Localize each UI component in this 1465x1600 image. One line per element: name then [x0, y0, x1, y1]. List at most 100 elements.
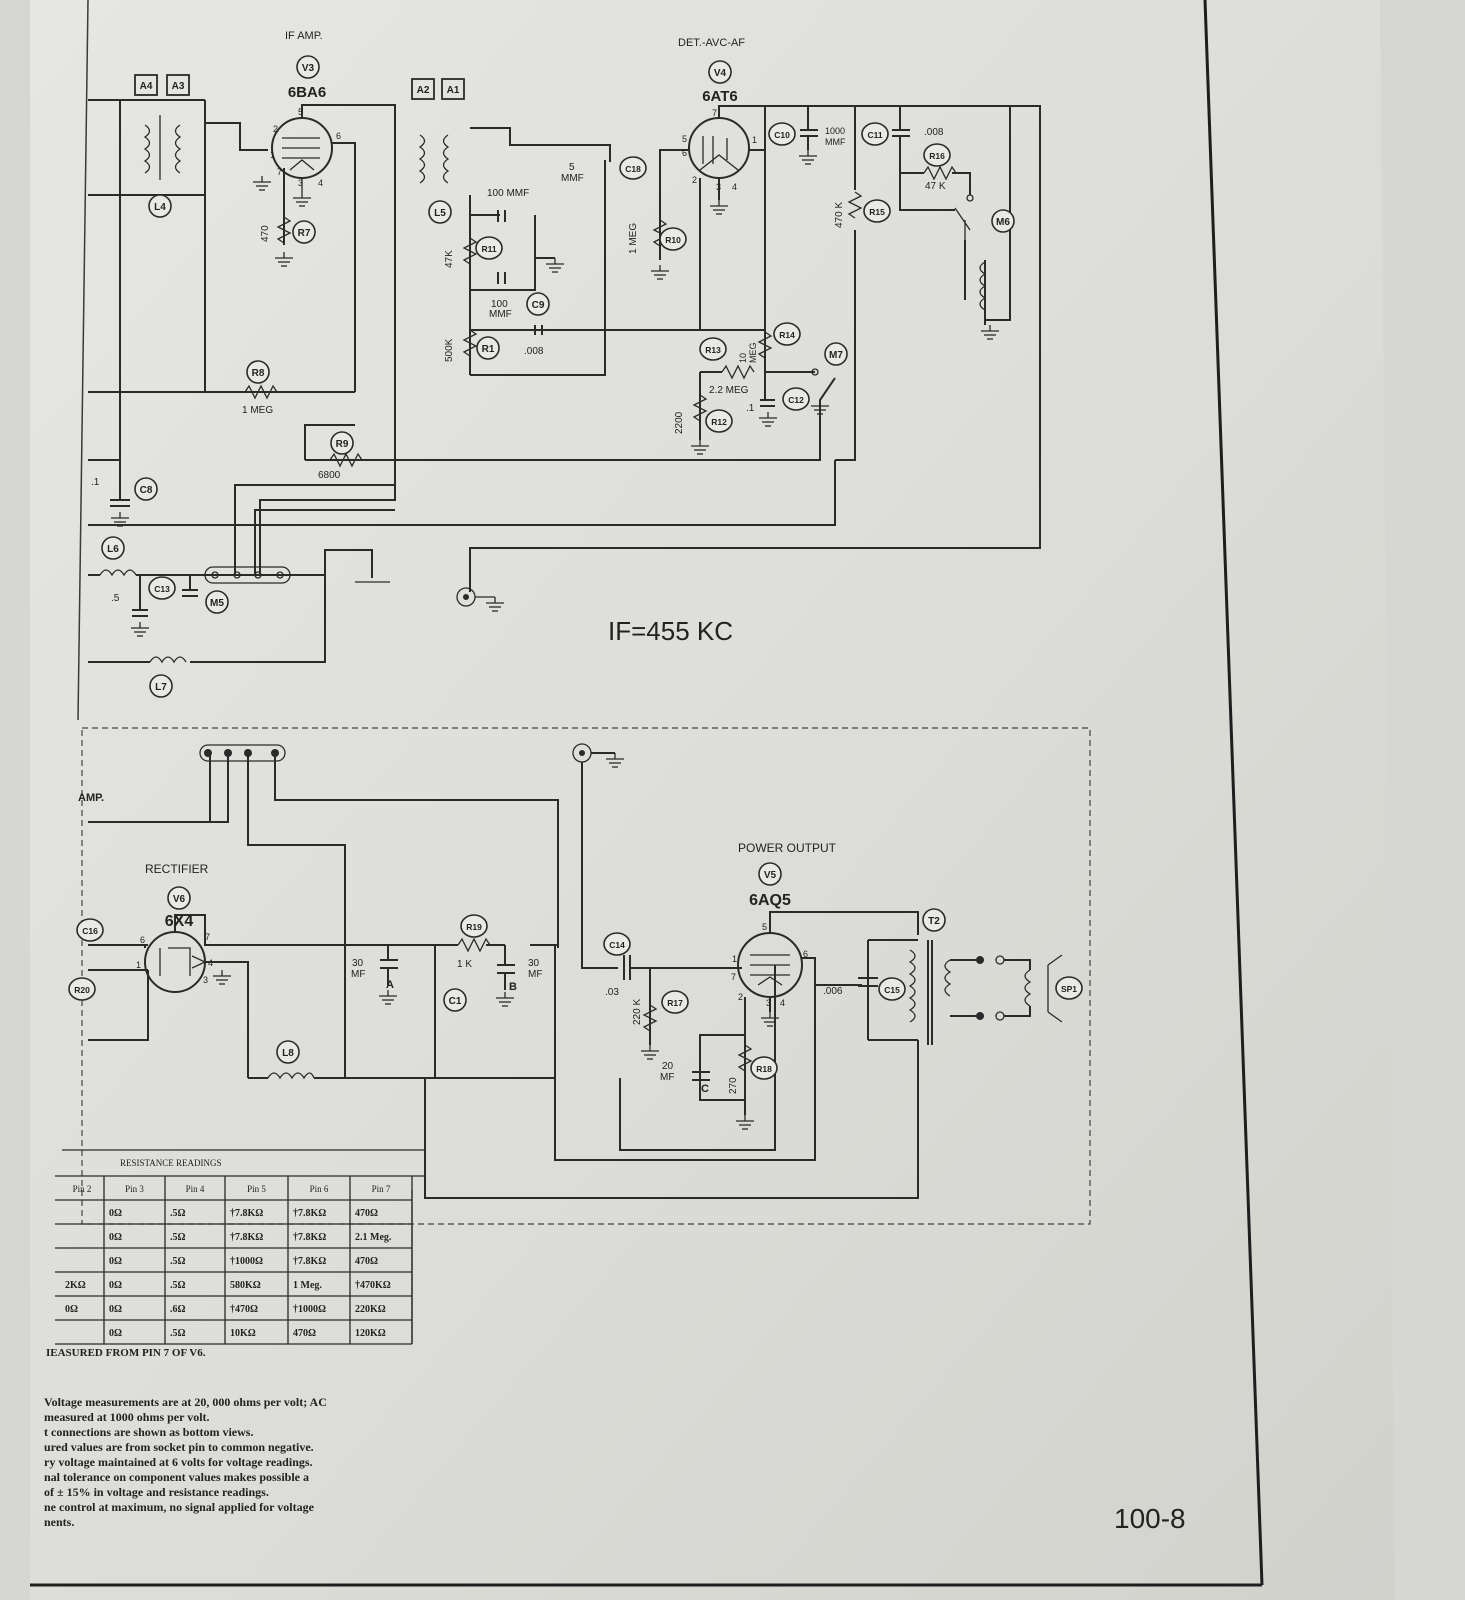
ref-label-a3: A3	[172, 81, 185, 92]
ref-label-t2: T2	[928, 916, 940, 927]
pin-v3-6: 6	[336, 131, 341, 141]
tube-ref-v3: V3	[302, 63, 315, 74]
section-label-power-output: POWER OUTPUT	[738, 841, 837, 855]
ref-label-m6: M6	[996, 217, 1010, 228]
resistance-table-cell: †470Ω	[230, 1304, 258, 1315]
ref-r10: R10	[659, 227, 687, 251]
resistance-table-cell: †7.8KΩ	[293, 1232, 326, 1243]
ref-l6: L6	[101, 536, 125, 560]
resistance-table-cell: 0Ω	[109, 1232, 122, 1243]
resistance-table-cell: †1000Ω	[293, 1304, 326, 1315]
ref-c1: C1	[443, 988, 467, 1012]
pin-v3-4: 4	[318, 178, 323, 188]
resistance-table-cell: 0Ω	[109, 1208, 122, 1219]
ref-r18: R18	[750, 1056, 778, 1080]
ref-label-r11: R11	[481, 244, 496, 254]
pin-v5-5: 5	[762, 922, 767, 932]
ref-label-l4: L4	[154, 202, 166, 213]
pin-v5-6: 6	[803, 949, 808, 959]
resistance-table-cell: 0Ω	[109, 1280, 122, 1291]
value-c13: .5	[111, 593, 120, 604]
if-det-wiring	[88, 99, 1041, 664]
ref-c9: C9	[526, 292, 550, 316]
value-c1-section-a: A	[386, 979, 394, 991]
resistance-table-header: Pin 3	[125, 1184, 144, 1194]
value-r15: 470 K	[834, 202, 845, 228]
ref-r1: R1	[476, 336, 500, 360]
resistance-table-title: RESISTANCE READINGS	[120, 1158, 222, 1168]
value-c1a-a: 30	[352, 958, 364, 969]
ref-label-l7: L7	[155, 682, 167, 693]
pin-v6-7: 7	[205, 932, 210, 942]
resistance-table-header: Pin 7	[372, 1184, 391, 1194]
resistance-table-header: Pin 5	[247, 1184, 266, 1194]
resistance-table-cell: 470Ω	[355, 1256, 378, 1267]
value-r11: 47K	[444, 250, 455, 268]
value-c18: 5	[569, 162, 575, 173]
ref-c8: C8	[134, 477, 158, 501]
ref-c13: C13	[148, 576, 176, 600]
section-label-if-amp: IF AMP.	[285, 30, 323, 42]
tube-labels: V3 6BA6 V4 6AT6 V6 6X4 V5 6AQ5	[165, 55, 791, 930]
value-c8: .1	[91, 477, 100, 488]
ref-r12: R12	[705, 409, 733, 433]
power-section-wiring	[81, 727, 1091, 1225]
if-frequency-label: IF=455 KC	[608, 616, 733, 646]
pin-v5-1: 1	[732, 954, 737, 964]
resistance-table-cell: 580KΩ	[230, 1280, 261, 1291]
resistance-table-cell: .5Ω	[170, 1280, 186, 1291]
ref-r17: R17	[661, 990, 689, 1014]
ref-r20: R20	[68, 977, 96, 1001]
value-c12: .1	[746, 403, 755, 414]
resistance-table-cell: .5Ω	[170, 1256, 186, 1267]
ref-label-c13: C13	[154, 584, 170, 594]
ref-a2: A2	[411, 78, 435, 100]
ref-c11: C11	[861, 122, 889, 146]
resistance-table-cell: 0Ω	[109, 1304, 122, 1315]
ref-label-sp1: SP1	[1061, 984, 1077, 994]
tube-type-v3: 6BA6	[288, 84, 326, 101]
pin-v4-6: 6	[682, 148, 687, 158]
value-c10-a: 1000	[825, 126, 845, 136]
note-line: ured values are from socket pin to commo…	[44, 1440, 314, 1454]
note-line: t connections are shown as bottom views.	[44, 1425, 253, 1439]
ref-sp1: SP1	[1055, 976, 1083, 1000]
ref-label-r10: R10	[665, 235, 681, 245]
value-c1b-b: MF	[528, 969, 542, 980]
ref-label-r7: R7	[298, 228, 311, 239]
pin-v3-2: 2	[273, 124, 278, 134]
ref-label-c10: C10	[774, 130, 790, 140]
ref-label-r12: R12	[711, 417, 727, 427]
ref-r14: R14	[773, 322, 801, 346]
ref-label-a4: A4	[140, 81, 153, 92]
ref-l4: L4	[148, 194, 172, 218]
resistance-table-footnote: IEASURED FROM PIN 7 OF V6.	[46, 1347, 206, 1359]
resistance-table-cell: 0Ω	[65, 1304, 78, 1315]
ref-label-r20: R20	[74, 985, 90, 995]
ref-label-c16: C16	[82, 926, 98, 936]
ref-r15: R15	[863, 199, 891, 223]
page-border-right	[1203, 0, 1264, 1586]
ref-a3: A3	[166, 74, 190, 96]
ref-r8: R8	[246, 360, 270, 384]
value-c1b-a: 30	[528, 958, 540, 969]
pin-v4-4: 4	[732, 182, 737, 192]
value-c1c-b: MF	[660, 1072, 674, 1083]
value-r1: 500K	[444, 338, 455, 362]
resistance-table-cell: 120KΩ	[355, 1328, 386, 1339]
value-r9: 6800	[318, 470, 341, 481]
resistance-table-cell: 0Ω	[109, 1328, 122, 1339]
ref-label-m7: M7	[829, 350, 843, 361]
ref-m7: M7	[824, 342, 848, 366]
ref-label-c18: C18	[625, 164, 641, 174]
pin-v4-2: 2	[692, 175, 697, 185]
ref-label-a1: A1	[447, 85, 460, 96]
resistance-table-cell: 0Ω	[109, 1256, 122, 1267]
pin-v6-1: 1	[136, 960, 141, 970]
ref-c15: C15	[878, 977, 906, 1001]
ref-c16: C16	[76, 918, 104, 942]
note-line: ry voltage maintained at 6 volts for vol…	[44, 1455, 313, 1469]
ref-label-c11: C11	[867, 130, 882, 140]
value-c1-section-c: C	[701, 1083, 709, 1095]
